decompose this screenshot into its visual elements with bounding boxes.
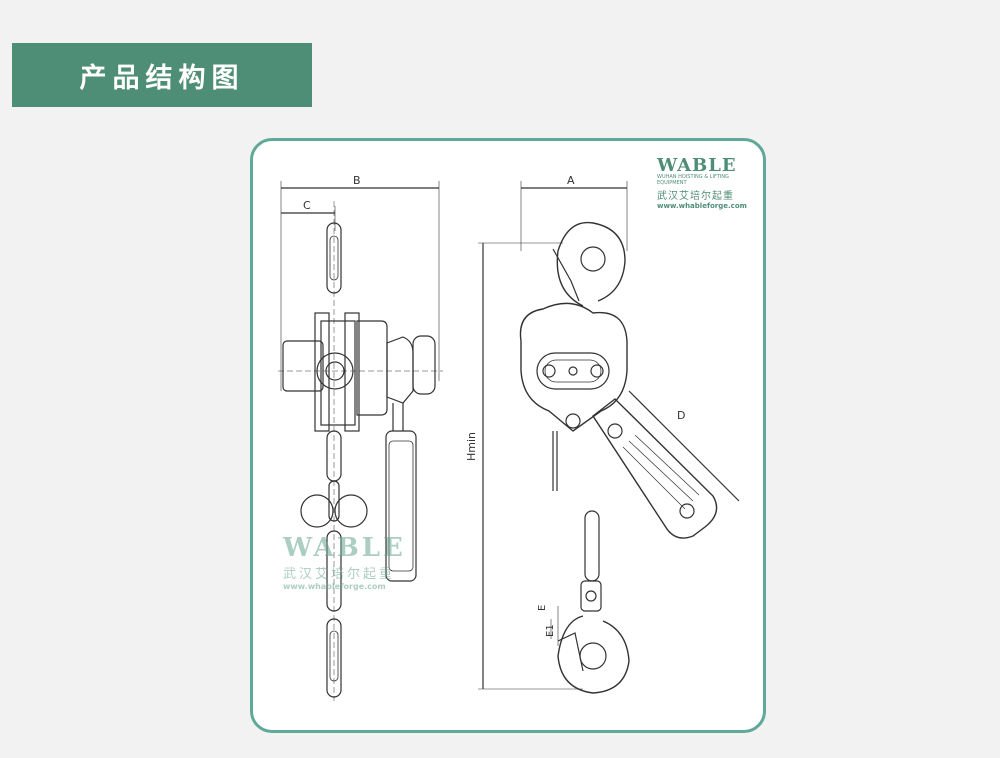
dimension-c-label: C xyxy=(303,199,311,212)
brand-logo-subtitle: WUHAN HOISTING & LIFTING EQUIPMENT xyxy=(657,174,729,186)
watermark-logo: WABLE 武汉艾培尔起重 www.whableforge.com xyxy=(283,533,433,591)
dimension-hmin-label: Hmin xyxy=(465,431,478,461)
dimension-e1-label: E1 xyxy=(545,624,556,637)
watermark-url: www.whableforge.com xyxy=(283,582,386,591)
brand-logo-chinese: 武汉艾培尔起重 xyxy=(657,191,734,202)
brand-logo-wordmark: WABLE xyxy=(657,155,737,176)
dimension-d-label: D xyxy=(677,409,686,422)
brand-logo: WABLE WUHAN HOISTING & LIFTING EQUIPMENT… xyxy=(657,155,757,210)
dimension-b-label: B xyxy=(353,174,361,187)
watermark-wordmark: WABLE xyxy=(283,533,406,563)
dimension-a-label: A xyxy=(567,174,575,187)
brand-logo-url: www.whableforge.com xyxy=(657,202,747,210)
watermark-chinese: 武汉艾培尔起重 xyxy=(283,567,396,582)
front-view xyxy=(478,181,740,694)
lever-hoist-drawing xyxy=(278,181,740,701)
section-title-bar: 产品结构图 xyxy=(12,43,312,107)
diagram-frame: B C A D Hmin E E1 WABLE WUHAN HOISTING &… xyxy=(250,138,766,733)
side-view xyxy=(278,181,443,701)
dimension-e-label: E xyxy=(537,604,548,611)
section-title: 产品结构图 xyxy=(79,62,245,94)
